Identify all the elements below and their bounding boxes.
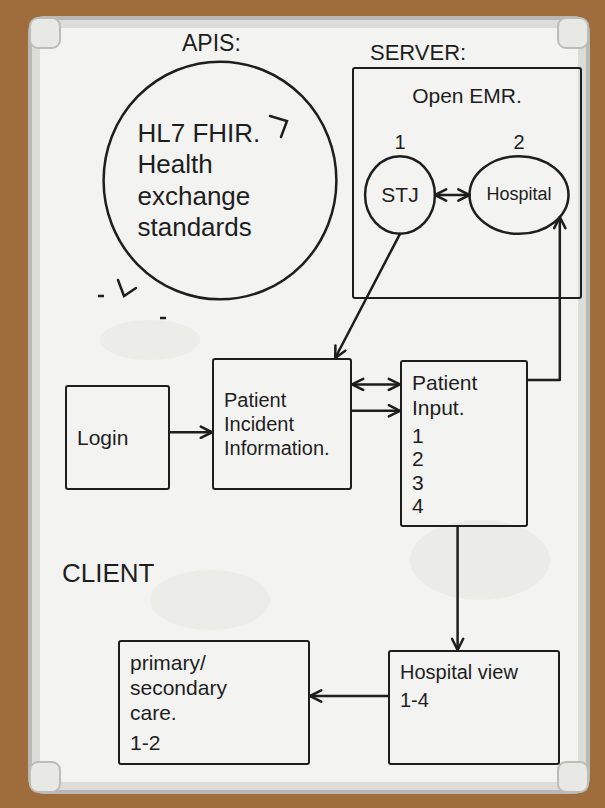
node-text: 1-4 [400,688,548,712]
node-text: HL7 FHIR. Health exchange standards [138,118,303,243]
connector [456,527,459,650]
ellipse-content: STJ [381,182,418,207]
process-box: Patient Incident Information. [212,358,352,490]
dash-mark [98,295,104,298]
node-text: primary/ secondary care. [130,650,250,726]
connector [310,695,388,698]
dash-mark [160,317,166,320]
ellipse-node: 2Hospital [468,129,570,235]
board-frame [30,18,588,792]
process-box: Login [65,385,170,490]
node-text: 1 2 3 4 [412,424,437,516]
process-box: Patient Input. 1 2 3 4 [400,360,528,527]
ellipse-content: HL7 FHIR. Health exchange standards [138,118,303,243]
connector [170,431,212,434]
board-surface [40,28,578,782]
node-text: Hospital view [400,660,548,684]
node-heading: SERVER: [352,38,582,67]
node-text: Hospital [486,184,551,206]
process-box: primary/ secondary care. 1-2 [118,640,310,765]
curved-arrow-head [118,280,136,296]
node-heading: APIS: [100,28,340,58]
connector [435,194,470,197]
connector [352,383,400,386]
frame-corner [30,18,60,48]
node-heading: 2 [468,129,570,155]
node-heading: 1 [364,129,436,155]
node-text: Patient Incident Information. [224,388,340,460]
node-text: Open EMR. [364,83,570,108]
connector [335,234,400,358]
smudge [150,570,270,630]
server-box: Open EMR. 1STJ 2Hospital [352,67,582,299]
frame-corner [558,762,588,792]
node-text: STJ [381,182,418,207]
connector [352,410,400,413]
ellipse-shape: Hospital [468,155,570,235]
ellipse-outline-path [365,156,435,234]
frame-corner [558,18,588,48]
ellipse-outline-path [470,156,569,234]
ellipse-node: APIS: HL7 FHIR. Health exchange standards [100,28,340,303]
ellipse-outline-path [104,62,337,300]
node-text: Login [77,425,158,450]
node-text: Patient Input. [412,370,516,420]
section-label: CLIENT [62,558,154,589]
ellipse-shape: STJ [364,155,436,235]
smudge [410,520,550,600]
ellipse-node: 1STJ [364,129,436,235]
ellipse-content: Hospital [486,184,551,206]
frame-corner [30,762,60,792]
ellipse-shape: HL7 FHIR. Health exchange standards [100,58,340,303]
smudge [100,320,200,360]
node-text: 1-2 [130,730,250,755]
curved-arrow-head [270,116,287,137]
process-box: Hospital view 1-4 [388,650,560,765]
process-box: SERVER: Open EMR. 1STJ 2Hospital [352,38,582,299]
